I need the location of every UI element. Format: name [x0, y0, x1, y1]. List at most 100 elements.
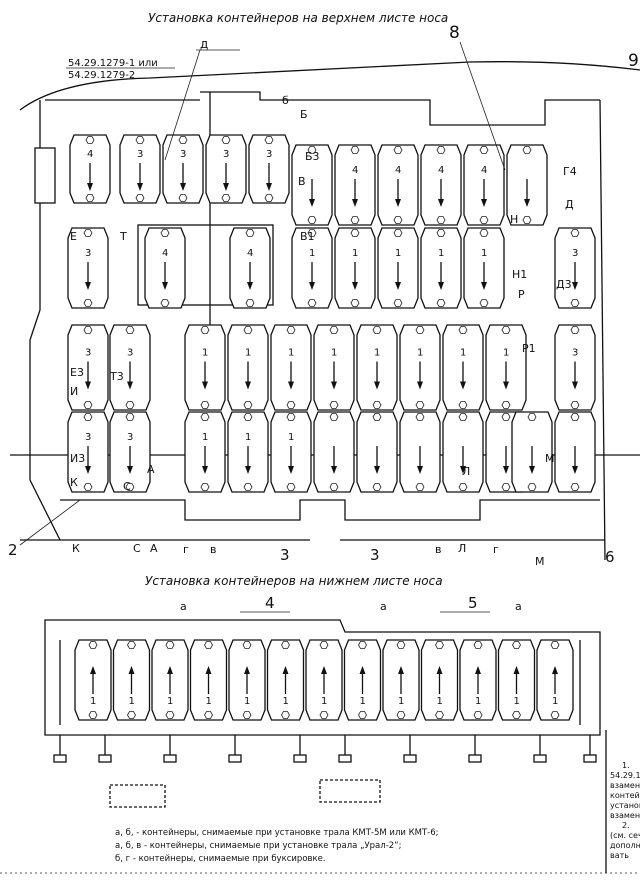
hex-bolt-icon — [83, 401, 93, 409]
hex-bolt-icon — [570, 299, 580, 307]
hex-bolt-icon — [85, 194, 95, 202]
callout-3-right: 3 — [370, 546, 380, 564]
container-label: 1 — [481, 248, 487, 259]
container: 1 — [270, 411, 312, 493]
hex-bolt-icon — [200, 326, 210, 334]
hex-bolt-icon — [527, 483, 537, 491]
container-label: 1 — [288, 348, 294, 359]
margin-note: 1. — [622, 761, 630, 770]
hex-bolt-icon — [243, 413, 253, 421]
container-label: 3 — [266, 149, 272, 160]
container-label: 3 — [180, 149, 186, 160]
container: 1 — [270, 324, 312, 411]
container-label: 1 — [321, 696, 327, 707]
container-label: 1 — [438, 248, 444, 259]
container-label: 1 — [167, 696, 173, 707]
hex-bolt-icon — [135, 136, 145, 144]
hex-bolt-icon — [243, 401, 253, 409]
hex-bolt-icon — [570, 229, 580, 237]
hex-bolt-icon — [570, 483, 580, 491]
container: 1 — [536, 639, 574, 721]
margin-note: взамен — [610, 781, 640, 790]
container: 3 — [119, 134, 161, 204]
bracket-left — [109, 784, 166, 808]
hex-bolt-icon — [458, 326, 468, 334]
hex-bolt-icon — [415, 413, 425, 421]
hex-bolt-icon — [358, 641, 367, 649]
container-label: 1 — [503, 348, 509, 359]
hex-bolt-icon — [160, 229, 170, 237]
margin-note: 2. — [622, 821, 630, 830]
container: 3 — [67, 227, 109, 309]
container: 4 — [463, 144, 505, 226]
hex-bolt-icon — [125, 326, 135, 334]
section-mark: Т — [119, 230, 127, 243]
hex-bolt-icon — [307, 229, 317, 237]
container — [442, 411, 484, 493]
section-mark: Д3 — [556, 278, 572, 291]
bracket-right — [319, 779, 381, 803]
container: 1 — [112, 639, 151, 721]
container: 1 — [227, 411, 269, 493]
section-mark: Е3 — [70, 366, 84, 379]
hex-bolt-icon — [200, 401, 210, 409]
hex-bolt-icon — [512, 641, 521, 649]
hex-bolt-icon — [329, 326, 339, 334]
container-label: 4 — [247, 248, 253, 259]
hex-bolt-icon — [281, 641, 290, 649]
hex-bolt-icon — [501, 326, 511, 334]
container: 1 — [377, 227, 419, 309]
hex-bolt-icon — [436, 299, 446, 307]
hex-bolt-icon — [329, 483, 339, 491]
hex-bolt-icon — [204, 711, 213, 719]
container: 3 — [248, 134, 290, 204]
margin-note: вать — [610, 851, 629, 860]
section-mark: К — [72, 542, 80, 555]
hex-bolt-icon — [458, 483, 468, 491]
hex-bolt-icon — [372, 483, 382, 491]
container: 1 — [343, 639, 382, 721]
margin-note: 54.29.1 — [610, 771, 640, 780]
hex-bolt-icon — [350, 146, 360, 154]
upper-title: Установка контейнеров на верхнем листе н… — [148, 11, 448, 25]
container-label: 1 — [552, 696, 558, 707]
hex-bolt-icon — [396, 711, 406, 719]
margin-note: (см. сеч — [610, 831, 640, 840]
hex-bolt-icon — [501, 401, 511, 409]
hex-bolt-icon — [473, 711, 483, 719]
hex-bolt-icon — [522, 216, 532, 224]
container-label: 1 — [398, 696, 404, 707]
hex-bolt-icon — [329, 401, 339, 409]
hex-bolt-icon — [329, 413, 339, 421]
hex-bolt-icon — [286, 413, 296, 421]
hex-bolt-icon — [242, 711, 252, 719]
hex-bolt-icon — [178, 136, 188, 144]
section-mark: А — [150, 542, 158, 555]
callout-8: 8 — [449, 23, 460, 43]
container: 1 — [228, 639, 266, 721]
hex-bolt-icon — [127, 641, 136, 649]
hex-bolt-icon — [204, 641, 213, 649]
container: 1 — [189, 639, 228, 721]
hex-bolt-icon — [135, 194, 145, 202]
container: 4 — [377, 144, 419, 226]
hex-bolt-icon — [83, 229, 93, 237]
hex-bolt-icon — [570, 326, 580, 334]
hex-bolt-icon — [436, 146, 446, 154]
hex-bolt-icon — [281, 711, 290, 719]
callout-g-2: г — [493, 543, 499, 556]
container: 1 — [382, 639, 420, 721]
callout-v-1: в — [210, 543, 216, 556]
container-label: 3 — [572, 248, 578, 259]
hex-bolt-icon — [319, 711, 329, 719]
hex-bolt-icon — [436, 229, 446, 237]
callout-g-1: г — [183, 543, 189, 556]
hex-bolt-icon — [479, 146, 489, 154]
container: 1 — [485, 324, 527, 411]
mounting-lug — [583, 754, 597, 763]
container: 1 — [442, 324, 484, 411]
container-label: 3 — [85, 248, 91, 259]
container — [511, 411, 553, 493]
section-mark: И — [70, 385, 78, 398]
